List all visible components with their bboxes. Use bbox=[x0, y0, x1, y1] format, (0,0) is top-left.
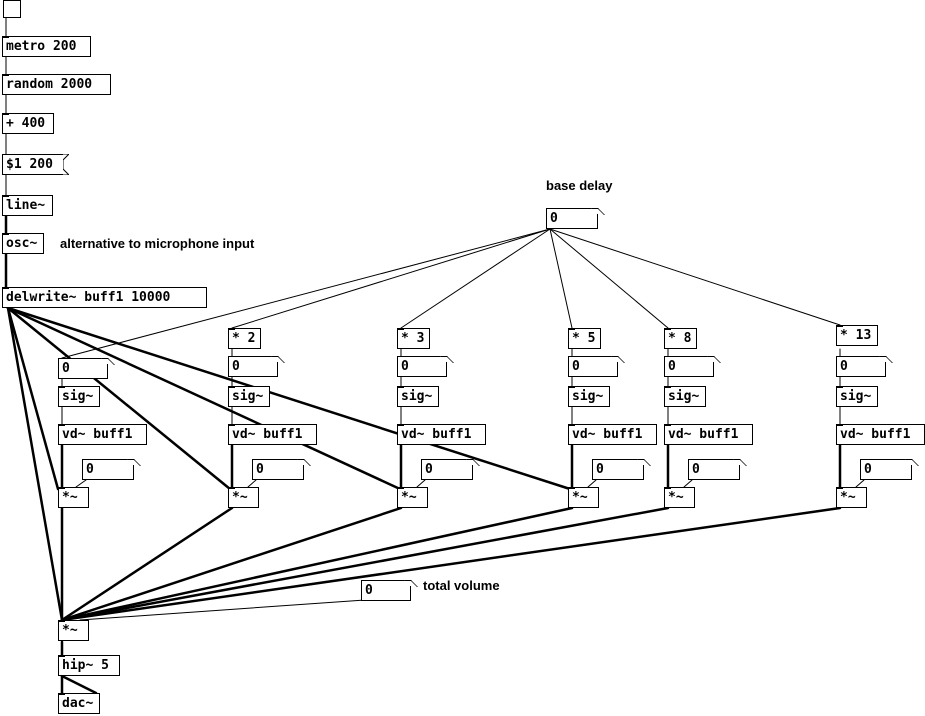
atom-edge bbox=[107, 364, 108, 379]
wire bbox=[6, 306, 572, 491]
tap-2-sig-object[interactable]: sig~ bbox=[228, 386, 270, 407]
tap-5-gain-number[interactable]: 0 bbox=[688, 459, 747, 480]
atom-edge bbox=[472, 465, 473, 480]
tap-5-vd-object[interactable]: vd~ buff1 bbox=[664, 424, 753, 445]
wire bbox=[6, 306, 60, 491]
dac-object[interactable]: dac~ bbox=[58, 693, 100, 714]
wire bbox=[549, 228, 669, 329]
tap-3-out-multiplier[interactable]: *~ bbox=[397, 487, 428, 508]
atom-edge bbox=[277, 362, 278, 377]
wire bbox=[549, 228, 573, 329]
tap-2-multiplier[interactable]: * 2 bbox=[228, 328, 261, 349]
tap-gain-value: 0 bbox=[864, 462, 872, 477]
tap-1-out-multiplier[interactable]: *~ bbox=[58, 487, 89, 508]
tap-gain-value: 0 bbox=[425, 462, 433, 477]
tap-3-delay-number[interactable]: 0 bbox=[397, 356, 454, 377]
wire bbox=[400, 228, 551, 329]
random-object[interactable]: random 2000 bbox=[2, 74, 111, 95]
wire bbox=[61, 228, 551, 359]
tap-delay-value: 0 bbox=[401, 359, 409, 374]
tap-delay-value: 0 bbox=[62, 361, 70, 376]
wire bbox=[6, 306, 232, 491]
atom-edge bbox=[885, 362, 886, 377]
wire bbox=[6, 306, 64, 622]
tap-1-gain-number[interactable]: 0 bbox=[82, 459, 141, 480]
tap-3-multiplier[interactable]: * 3 bbox=[397, 328, 430, 349]
tap-1-vd-object[interactable]: vd~ buff1 bbox=[58, 424, 147, 445]
wire bbox=[6, 306, 402, 491]
tap-6-sig-object[interactable]: sig~ bbox=[836, 386, 878, 407]
atom-edge bbox=[617, 362, 618, 377]
sum-multiplier[interactable]: *~ bbox=[58, 620, 89, 641]
tap-4-multiplier[interactable]: * 5 bbox=[568, 328, 601, 349]
tap-3-gain-number[interactable]: 0 bbox=[421, 459, 480, 480]
tap-2-delay-number[interactable]: 0 bbox=[228, 356, 285, 377]
atom-edge bbox=[739, 465, 740, 480]
tap-3-sig-object[interactable]: sig~ bbox=[397, 386, 439, 407]
ramp-message-label: $1 200 bbox=[6, 157, 53, 172]
tap-6-vd-object[interactable]: vd~ buff1 bbox=[836, 424, 925, 445]
hip-object[interactable]: hip~ 5 bbox=[58, 655, 120, 676]
tap-6-delay-number[interactable]: 0 bbox=[836, 356, 893, 377]
tap-4-sig-object[interactable]: sig~ bbox=[568, 386, 610, 407]
total-volume-label: total volume bbox=[423, 578, 500, 593]
tap-5-delay-number[interactable]: 0 bbox=[664, 356, 721, 377]
line-object[interactable]: line~ bbox=[2, 195, 53, 216]
tap-4-vd-object[interactable]: vd~ buff1 bbox=[568, 424, 657, 445]
bang-button[interactable] bbox=[3, 0, 21, 18]
tap-1-delay-number[interactable]: 0 bbox=[58, 358, 115, 379]
base-delay-label: base delay bbox=[546, 178, 613, 193]
base-delay-value: 0 bbox=[550, 211, 558, 226]
tap-delay-value: 0 bbox=[668, 359, 676, 374]
wire bbox=[231, 228, 551, 329]
tap-3-vd-object[interactable]: vd~ buff1 bbox=[397, 424, 486, 445]
atom-edge bbox=[911, 465, 912, 480]
tap-delay-value: 0 bbox=[572, 359, 580, 374]
tap-2-vd-object[interactable]: vd~ buff1 bbox=[228, 424, 317, 445]
total-volume-value: 0 bbox=[365, 583, 373, 598]
tap-gain-value: 0 bbox=[256, 462, 264, 477]
base-delay-number[interactable]: 0 bbox=[546, 208, 605, 229]
tap-6-multiplier[interactable]: * 13 bbox=[836, 325, 878, 346]
tap-gain-value: 0 bbox=[692, 462, 700, 477]
tap-5-multiplier[interactable]: * 8 bbox=[664, 328, 697, 349]
wire bbox=[549, 228, 841, 326]
atom-edge bbox=[446, 362, 447, 377]
tap-5-sig-object[interactable]: sig~ bbox=[664, 386, 706, 407]
atom-edge bbox=[713, 362, 714, 377]
tap-6-out-multiplier[interactable]: *~ bbox=[836, 487, 867, 508]
tap-4-gain-number[interactable]: 0 bbox=[592, 459, 651, 480]
atom-edge bbox=[133, 465, 134, 480]
tap-gain-value: 0 bbox=[596, 462, 604, 477]
add-object[interactable]: + 400 bbox=[2, 113, 54, 134]
total-volume-number[interactable]: 0 bbox=[361, 580, 418, 601]
tap-6-gain-number[interactable]: 0 bbox=[860, 459, 919, 480]
tap-delay-value: 0 bbox=[232, 359, 240, 374]
atom-edge bbox=[410, 586, 411, 601]
osc-comment: alternative to microphone input bbox=[60, 236, 255, 251]
metro-object[interactable]: metro 200 bbox=[2, 36, 91, 57]
ramp-message[interactable]: $1 200 bbox=[2, 154, 69, 175]
message-flag bbox=[63, 154, 69, 175]
tap-2-gain-number[interactable]: 0 bbox=[252, 459, 311, 480]
tap-1-sig-object[interactable]: sig~ bbox=[58, 386, 100, 407]
tap-5-out-multiplier[interactable]: *~ bbox=[664, 487, 695, 508]
tap-4-delay-number[interactable]: 0 bbox=[568, 356, 625, 377]
tap-gain-value: 0 bbox=[86, 462, 94, 477]
tap-4-out-multiplier[interactable]: *~ bbox=[568, 487, 599, 508]
atom-edge bbox=[643, 465, 644, 480]
tap-delay-value: 0 bbox=[840, 359, 848, 374]
osc-object[interactable]: osc~ bbox=[2, 233, 44, 254]
tap-2-out-multiplier[interactable]: *~ bbox=[228, 487, 259, 508]
delwrite-object[interactable]: delwrite~ buff1 10000 bbox=[2, 287, 207, 308]
atom-edge bbox=[303, 465, 304, 480]
atom-edge bbox=[597, 214, 598, 229]
